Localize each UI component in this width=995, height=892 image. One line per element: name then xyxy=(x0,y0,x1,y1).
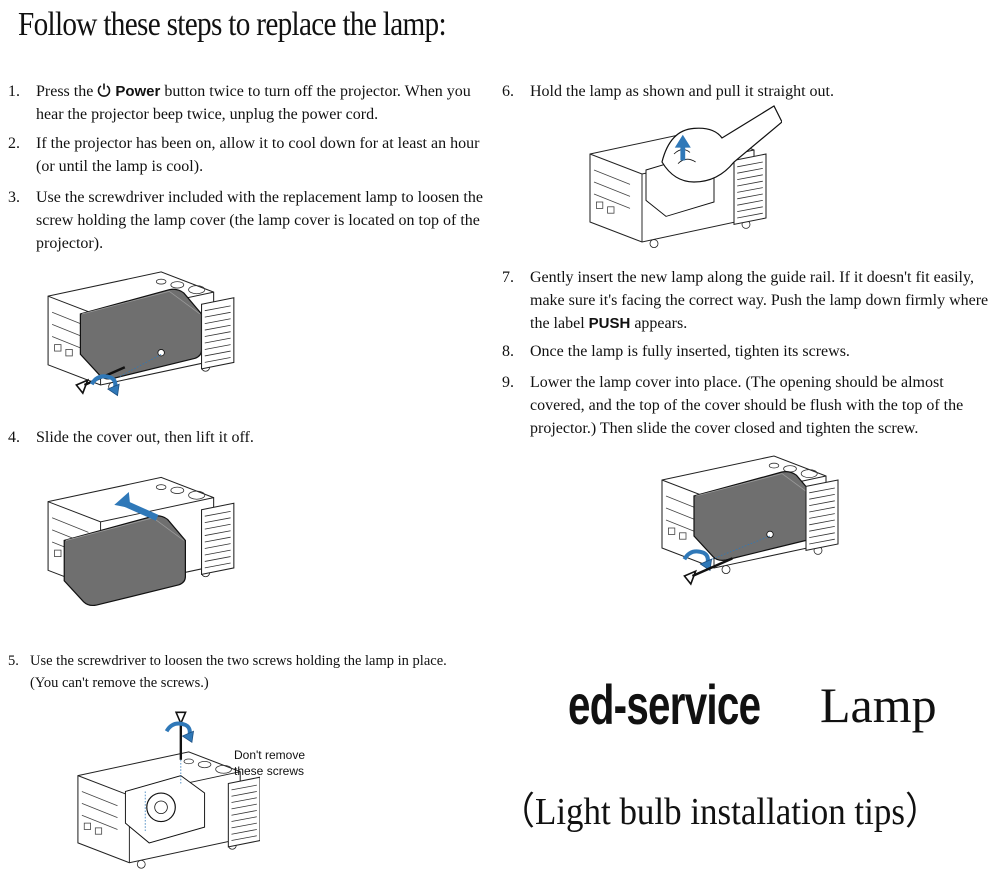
step-2: 2. If the projector has been on, allow i… xyxy=(8,132,488,178)
step-4: 4. Slide the cover out, then lift it off… xyxy=(8,426,488,449)
step-7: 7. Gently insert the new lamp along the … xyxy=(502,266,994,335)
page-title: Follow these steps to replace the lamp: xyxy=(18,6,447,43)
slide-arrow-icon xyxy=(114,491,159,521)
step-text: If the projector has been on, allow it t… xyxy=(36,135,480,175)
step-number: 9. xyxy=(502,374,514,391)
step-3: 3. Use the screwdriver included with the… xyxy=(8,186,490,255)
step-text: Gently insert the new lamp along the gui… xyxy=(530,269,989,332)
step-text: Slide the cover out, then lift it off. xyxy=(36,429,254,446)
figure-step-4 xyxy=(47,476,235,607)
step-text: Lower the lamp cover into place. (The op… xyxy=(530,374,964,437)
power-icon xyxy=(98,83,111,97)
step-number: 6. xyxy=(502,83,514,100)
step-number: 7. xyxy=(502,269,514,286)
step-text: Once the lamp is fully inserted, tighten… xyxy=(530,343,850,360)
push-label: PUSH xyxy=(588,315,631,332)
step-number: 3. xyxy=(8,189,20,206)
step-text: button twice to turn off the projector. … xyxy=(36,83,471,123)
step-text: appears. xyxy=(630,315,688,332)
figure-step-3 xyxy=(47,271,235,415)
screws-callout: Don't remove these screws xyxy=(234,748,305,778)
screw-icon xyxy=(157,349,165,357)
figure-step-6 xyxy=(589,105,782,248)
step-1: 1. Press the Power button twice to turn … xyxy=(8,80,488,126)
tips-caption: （Light bulb installation tips） xyxy=(500,791,940,833)
screwdriver-icon xyxy=(174,711,187,760)
figure-step-9 xyxy=(661,455,839,586)
step-text: Hold the lamp as shown and pull it strai… xyxy=(530,83,834,100)
lamp-heading: Lamp xyxy=(820,677,937,733)
step-number: 4. xyxy=(8,429,20,446)
step-8: 8. Once the lamp is fully inserted, tigh… xyxy=(502,340,982,363)
step-number: 5. xyxy=(8,653,19,669)
up-arrow-icon xyxy=(674,134,691,161)
step-number: 2. xyxy=(8,135,20,152)
step-number: 8. xyxy=(502,343,514,360)
step-text: Use the screwdriver to loosen the two sc… xyxy=(30,653,447,691)
power-label: Power xyxy=(115,83,161,100)
step-5: 5. Use the screwdriver to loosen the two… xyxy=(8,650,448,694)
step-text: Use the screwdriver included with the re… xyxy=(36,189,483,252)
step-6: 6. Hold the lamp as shown and pull it st… xyxy=(502,80,982,103)
figure-step-5 xyxy=(77,711,260,869)
step-9: 9. Lower the lamp cover into place. (The… xyxy=(502,371,994,440)
step-number: 1. xyxy=(8,83,20,100)
brand-name: ed-service xyxy=(568,673,761,736)
screw-icon xyxy=(766,530,774,538)
step-text: Press the xyxy=(36,83,98,100)
